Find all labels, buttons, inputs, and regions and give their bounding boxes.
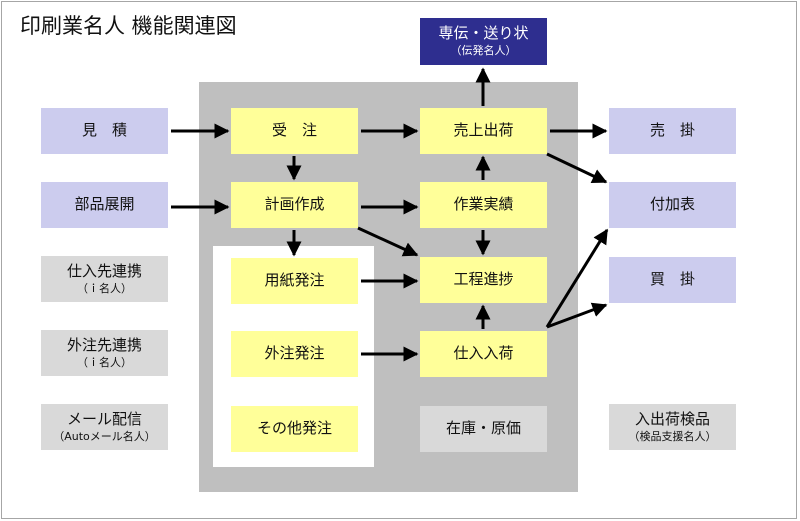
node-keikaku: 計画作成 xyxy=(231,182,358,228)
node-kaikake: 買 掛 xyxy=(609,257,736,303)
node-label: 見 積 xyxy=(81,121,127,140)
node-sublabel: （Autoメール名人） xyxy=(53,429,156,443)
node-sublabel: （ｉ名人） xyxy=(77,281,132,295)
arrow-keikaku-koutei xyxy=(357,226,419,257)
node-yoshi: 用紙発注 xyxy=(231,258,358,304)
node-label: 部品展開 xyxy=(74,195,135,214)
node-label: 仕入先連携 xyxy=(66,261,142,280)
node-label: 買 掛 xyxy=(649,270,695,289)
node-kensa: 入出荷検品（検品支援名人） xyxy=(609,404,736,450)
node-zaiko: 在庫・原価 xyxy=(420,406,547,452)
node-label: 仕入入荷 xyxy=(453,344,514,363)
arrow-uriage-fukahyo xyxy=(546,152,608,184)
node-sublabel: （検品支援名人） xyxy=(628,429,717,443)
node-label: 専伝・送り状 xyxy=(438,24,529,43)
node-sublabel: （ｉ名人） xyxy=(77,355,132,369)
node-label: 売上出荷 xyxy=(453,121,514,140)
node-uriage: 売上出荷 xyxy=(420,108,547,154)
node-label: メール配信 xyxy=(66,409,142,428)
node-mail: メール配信（Autoメール名人） xyxy=(41,404,168,450)
node-urikake: 売 掛 xyxy=(609,108,736,154)
node-label: 作業実績 xyxy=(453,195,514,214)
node-buhin-tenkai: 部品展開 xyxy=(41,182,168,228)
node-label: 外注先連携 xyxy=(66,335,142,354)
node-label: 工程進捗 xyxy=(453,270,514,289)
node-gaichu-renkei: 外注先連携（ｉ名人） xyxy=(41,330,168,376)
node-mitsumori: 見 積 xyxy=(41,108,168,154)
node-label: 在庫・原価 xyxy=(445,419,521,438)
node-label: 入出荷検品 xyxy=(634,409,710,428)
node-label: 計画作成 xyxy=(264,195,325,214)
page-title: 印刷業名人 機能関連図 xyxy=(20,14,237,38)
node-gaichu: 外注発注 xyxy=(231,331,358,377)
arrow-shiire-nyuka-kaikake xyxy=(546,302,608,329)
node-senden: 専伝・送り状（伝発名人） xyxy=(420,18,547,65)
node-label: 受 注 xyxy=(271,121,317,140)
node-fukahyo: 付加表 xyxy=(609,182,736,228)
arrow-shiire-nyuka-fukahyo xyxy=(545,228,609,328)
node-sagyou: 作業実績 xyxy=(420,182,547,228)
node-sublabel: （伝発名人） xyxy=(450,44,517,58)
node-label: その他発注 xyxy=(256,419,332,438)
node-label: 売 掛 xyxy=(649,121,695,140)
node-label: 外注発注 xyxy=(264,344,325,363)
node-koutei: 工程進捗 xyxy=(420,257,547,303)
node-label: 付加表 xyxy=(649,195,695,214)
node-juchu: 受 注 xyxy=(231,108,358,154)
node-label: 用紙発注 xyxy=(264,271,325,290)
node-shiire-nyuka: 仕入入荷 xyxy=(420,331,547,377)
node-shiire-renkei: 仕入先連携（ｉ名人） xyxy=(41,256,168,302)
node-sonota: その他発注 xyxy=(231,406,358,452)
